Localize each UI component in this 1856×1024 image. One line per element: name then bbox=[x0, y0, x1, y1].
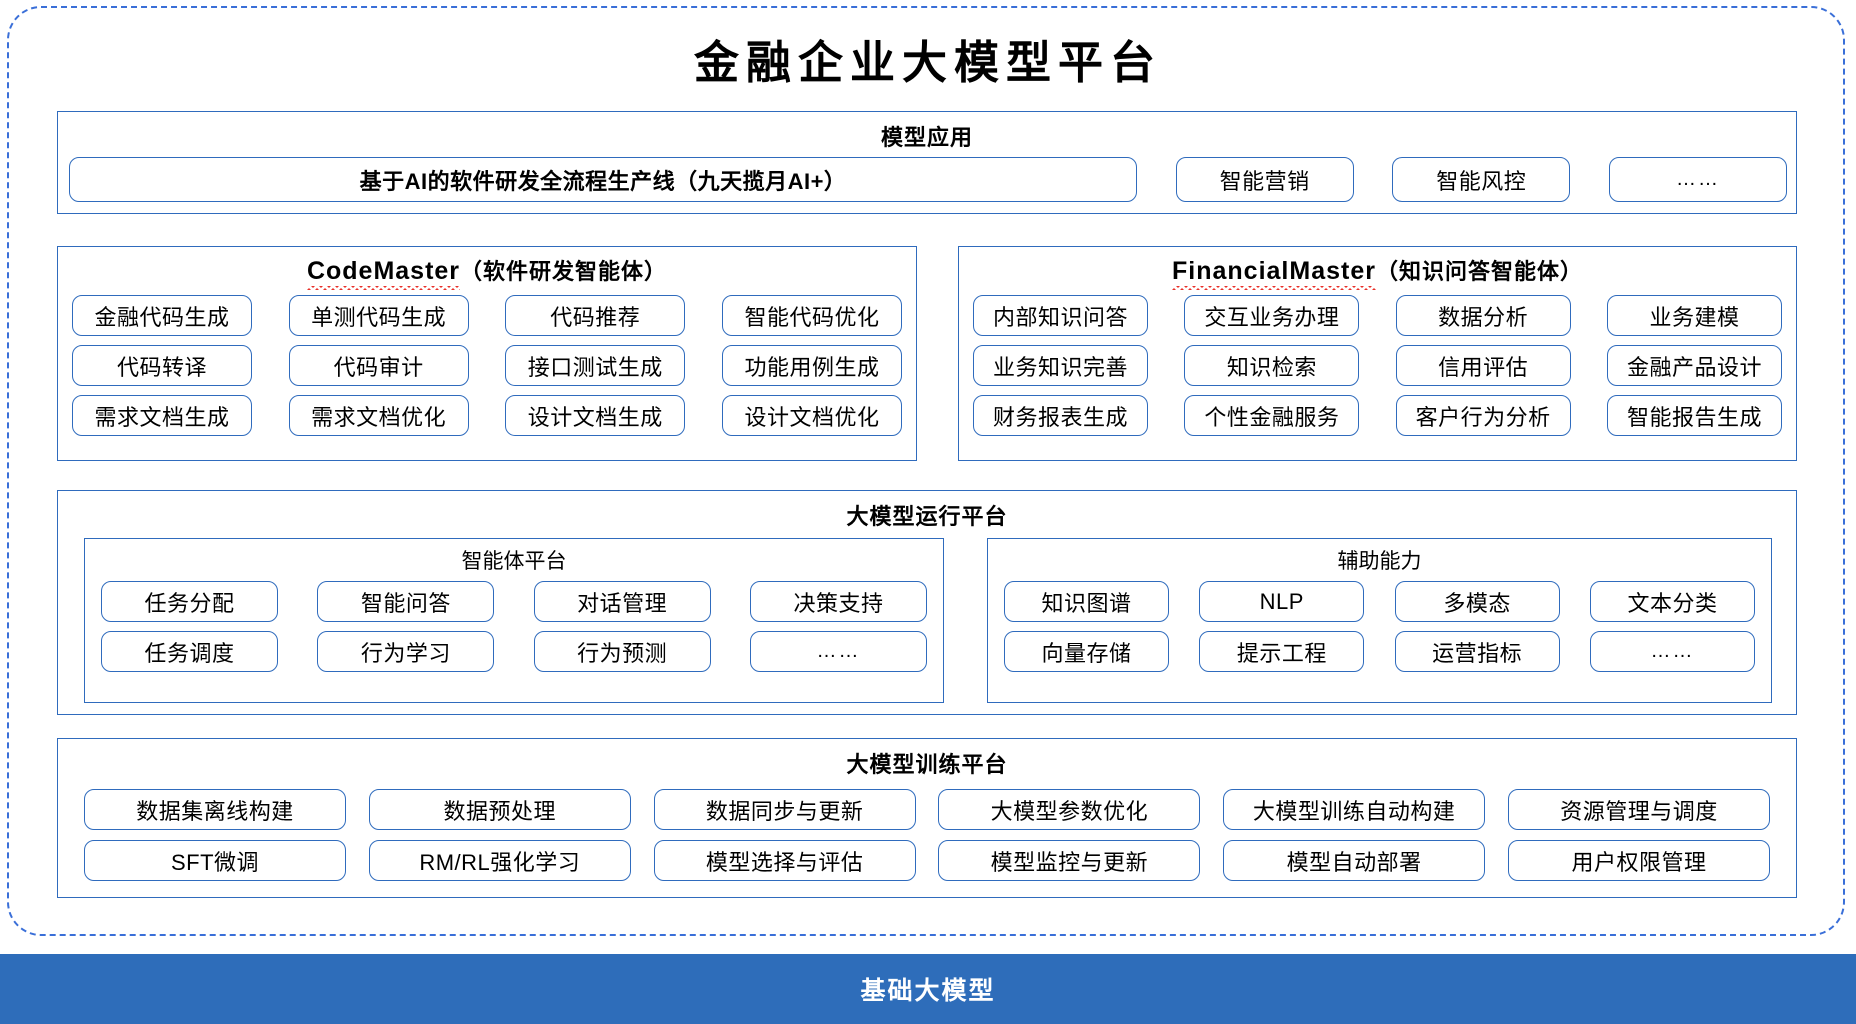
financialmaster-chip-interactive-biz[interactable]: 交互业务办理 bbox=[1184, 295, 1360, 336]
agent-chip-decision-support[interactable]: 决策支持 bbox=[749, 581, 927, 622]
financialmaster-chip-financial-report[interactable]: 财务报表生成 bbox=[973, 395, 1148, 436]
agent-platform-title: 智能体平台 bbox=[461, 550, 567, 573]
runtime-platform-title: 大模型运行平台 bbox=[846, 504, 1008, 529]
assist-chip-prompt-engineering[interactable]: 提示工程 bbox=[1199, 631, 1365, 672]
assist-chip-knowledge-graph[interactable]: 知识图谱 bbox=[1004, 581, 1169, 622]
assist-chip-multimodal[interactable]: 多模态 bbox=[1394, 581, 1560, 622]
codemaster-title: CodeMaster（软件研发智能体） bbox=[58, 254, 916, 290]
assist-chip-nlp[interactable]: NLP bbox=[1199, 581, 1365, 622]
model-application-title: 模型应用 bbox=[880, 125, 973, 150]
assist-chip-ops-metrics[interactable]: 运营指标 bbox=[1394, 631, 1560, 672]
assist-chip-text-classification[interactable]: 文本分类 bbox=[1589, 581, 1755, 622]
training-chip-sft[interactable]: SFT微调 bbox=[84, 840, 346, 881]
codemaster-chip-req-doc-gen[interactable]: 需求文档生成 bbox=[72, 395, 252, 436]
codemaster-chip-api-test-gen[interactable]: 接口测试生成 bbox=[505, 345, 686, 386]
base-model-label: 基础大模型 bbox=[860, 977, 996, 1005]
training-chip-dataset-offline-build[interactable]: 数据集离线构建 bbox=[84, 789, 346, 830]
financialmaster-row-2: 业务知识完善 知识检索 信用评估 金融产品设计 bbox=[973, 345, 1782, 386]
training-platform-title: 大模型训练平台 bbox=[846, 752, 1008, 777]
financialmaster-row-1: 内部知识问答 交互业务办理 数据分析 业务建模 bbox=[973, 295, 1782, 336]
financialmaster-panel: FinancialMaster（知识问答智能体） 内部知识问答 交互业务办理 数… bbox=[958, 246, 1797, 461]
financialmaster-capability-grid: 内部知识问答 交互业务办理 数据分析 业务建模 业务知识完善 知识检索 信用评估… bbox=[973, 295, 1782, 445]
assist-chip-vector-store[interactable]: 向量存储 bbox=[1004, 631, 1169, 672]
training-platform-row-2: SFT微调 RM/RL强化学习 模型选择与评估 模型监控与更新 模型自动部署 用… bbox=[84, 840, 1770, 881]
diagram-outer-frame bbox=[7, 6, 1845, 936]
agent-platform-panel: 智能体平台 任务分配 智能问答 对话管理 决策支持 任务调度 行为学习 行为预测… bbox=[84, 538, 944, 703]
agent-chip-dialog-mgmt[interactable]: 对话管理 bbox=[533, 581, 711, 622]
financialmaster-chip-customer-behavior[interactable]: 客户行为分析 bbox=[1395, 395, 1571, 436]
agent-platform-row-1: 任务分配 智能问答 对话管理 决策支持 bbox=[101, 581, 927, 622]
training-chip-auto-build[interactable]: 大模型训练自动构建 bbox=[1223, 789, 1486, 830]
financialmaster-chip-credit-rating[interactable]: 信用评估 bbox=[1395, 345, 1571, 386]
app-chip-smart-risk-control[interactable]: 智能风控 bbox=[1392, 157, 1571, 202]
financialmaster-name: FinancialMaster bbox=[1172, 257, 1376, 290]
app-chip-ai-pipeline[interactable]: 基于AI的软件研发全流程生产线（九天揽月AI+） bbox=[69, 157, 1137, 202]
training-chip-data-preprocess[interactable]: 数据预处理 bbox=[368, 789, 631, 830]
agent-chip-task-scheduling[interactable]: 任务调度 bbox=[101, 631, 278, 672]
runtime-platform-panel: 大模型运行平台 智能体平台 任务分配 智能问答 对话管理 决策支持 任务调度 行… bbox=[57, 490, 1797, 715]
agent-platform-row-2: 任务调度 行为学习 行为预测 …… bbox=[101, 631, 927, 672]
agent-platform-grid: 任务分配 智能问答 对话管理 决策支持 任务调度 行为学习 行为预测 …… bbox=[101, 581, 927, 681]
assist-ability-row-1: 知识图谱 NLP 多模态 文本分类 bbox=[1004, 581, 1755, 622]
codemaster-chip-code-recommend[interactable]: 代码推荐 bbox=[505, 295, 686, 336]
page-title: 金融企业大模型平台 bbox=[693, 36, 1162, 89]
training-chip-model-select-eval[interactable]: 模型选择与评估 bbox=[653, 840, 916, 881]
codemaster-chip-finance-code-gen[interactable]: 金融代码生成 bbox=[72, 295, 252, 336]
financialmaster-chip-internal-qa[interactable]: 内部知识问答 bbox=[973, 295, 1148, 336]
agent-chip-more[interactable]: …… bbox=[749, 631, 927, 672]
assist-ability-row-2: 向量存储 提示工程 运营指标 …… bbox=[1004, 631, 1755, 672]
training-chip-resource-scheduling[interactable]: 资源管理与调度 bbox=[1507, 789, 1770, 830]
training-chip-rm-rl[interactable]: RM/RL强化学习 bbox=[368, 840, 631, 881]
financialmaster-row-3: 财务报表生成 个性金融服务 客户行为分析 智能报告生成 bbox=[973, 395, 1782, 436]
app-chip-smart-marketing[interactable]: 智能营销 bbox=[1175, 157, 1354, 202]
financialmaster-chip-product-design[interactable]: 金融产品设计 bbox=[1606, 345, 1782, 386]
codemaster-chip-code-translate[interactable]: 代码转译 bbox=[72, 345, 252, 386]
assist-chip-more[interactable]: …… bbox=[1589, 631, 1755, 672]
codemaster-row-3: 需求文档生成 需求文档优化 设计文档生成 设计文档优化 bbox=[72, 395, 902, 436]
base-model-bar: 基础大模型 bbox=[0, 954, 1856, 1024]
training-platform-row-1: 数据集离线构建 数据预处理 数据同步与更新 大模型参数优化 大模型训练自动构建 … bbox=[84, 789, 1770, 830]
training-platform-grid: 数据集离线构建 数据预处理 数据同步与更新 大模型参数优化 大模型训练自动构建 … bbox=[84, 789, 1770, 891]
training-platform-panel: 大模型训练平台 数据集离线构建 数据预处理 数据同步与更新 大模型参数优化 大模… bbox=[57, 738, 1797, 898]
codemaster-chip-func-case-gen[interactable]: 功能用例生成 bbox=[721, 345, 902, 386]
financialmaster-chip-data-analysis[interactable]: 数据分析 bbox=[1395, 295, 1571, 336]
financialmaster-chip-biz-knowledge[interactable]: 业务知识完善 bbox=[973, 345, 1148, 386]
assist-ability-grid: 知识图谱 NLP 多模态 文本分类 向量存储 提示工程 运营指标 …… bbox=[1004, 581, 1755, 681]
codemaster-name: CodeMaster bbox=[306, 257, 461, 290]
codemaster-chip-design-doc-opt[interactable]: 设计文档优化 bbox=[721, 395, 902, 436]
app-chip-more[interactable]: …… bbox=[1608, 157, 1787, 202]
training-chip-user-permission[interactable]: 用户权限管理 bbox=[1507, 840, 1770, 881]
model-application-panel: 模型应用 基于AI的软件研发全流程生产线（九天揽月AI+） 智能营销 智能风控 … bbox=[57, 111, 1797, 214]
training-chip-data-sync-update[interactable]: 数据同步与更新 bbox=[653, 789, 916, 830]
agent-chip-smart-qa[interactable]: 智能问答 bbox=[317, 581, 495, 622]
financialmaster-chip-biz-modeling[interactable]: 业务建模 bbox=[1606, 295, 1782, 336]
training-chip-param-optimization[interactable]: 大模型参数优化 bbox=[938, 789, 1201, 830]
codemaster-chip-design-doc-gen[interactable]: 设计文档生成 bbox=[505, 395, 686, 436]
agent-chip-behavior-learning[interactable]: 行为学习 bbox=[317, 631, 495, 672]
codemaster-row-1: 金融代码生成 单测代码生成 代码推荐 智能代码优化 bbox=[72, 295, 902, 336]
financialmaster-chip-personal-service[interactable]: 个性金融服务 bbox=[1184, 395, 1360, 436]
codemaster-chip-req-doc-opt[interactable]: 需求文档优化 bbox=[288, 395, 469, 436]
agent-chip-behavior-prediction[interactable]: 行为预测 bbox=[533, 631, 711, 672]
financialmaster-title: FinancialMaster（知识问答智能体） bbox=[959, 254, 1796, 290]
codemaster-capability-grid: 金融代码生成 单测代码生成 代码推荐 智能代码优化 代码转译 代码审计 接口测试… bbox=[72, 295, 902, 445]
financialmaster-chip-knowledge-search[interactable]: 知识检索 bbox=[1184, 345, 1360, 386]
training-chip-model-monitor-update[interactable]: 模型监控与更新 bbox=[938, 840, 1201, 881]
model-application-items: 基于AI的软件研发全流程生产线（九天揽月AI+） 智能营销 智能风控 …… bbox=[69, 157, 1787, 202]
codemaster-panel: CodeMaster（软件研发智能体） 金融代码生成 单测代码生成 代码推荐 智… bbox=[57, 246, 917, 461]
assist-ability-panel: 辅助能力 知识图谱 NLP 多模态 文本分类 向量存储 提示工程 运营指标 …… bbox=[987, 538, 1772, 703]
codemaster-chip-code-audit[interactable]: 代码审计 bbox=[288, 345, 469, 386]
codemaster-chip-code-optimize[interactable]: 智能代码优化 bbox=[721, 295, 902, 336]
codemaster-suffix: （软件研发智能体） bbox=[460, 259, 668, 284]
agent-chip-task-allocation[interactable]: 任务分配 bbox=[101, 581, 278, 622]
training-chip-auto-deploy[interactable]: 模型自动部署 bbox=[1223, 840, 1486, 881]
financialmaster-suffix: （知识问答智能体） bbox=[1375, 259, 1583, 284]
assist-ability-title: 辅助能力 bbox=[1337, 550, 1422, 573]
codemaster-row-2: 代码转译 代码审计 接口测试生成 功能用例生成 bbox=[72, 345, 902, 386]
codemaster-chip-unit-test-gen[interactable]: 单测代码生成 bbox=[288, 295, 469, 336]
financialmaster-chip-smart-report[interactable]: 智能报告生成 bbox=[1606, 395, 1782, 436]
